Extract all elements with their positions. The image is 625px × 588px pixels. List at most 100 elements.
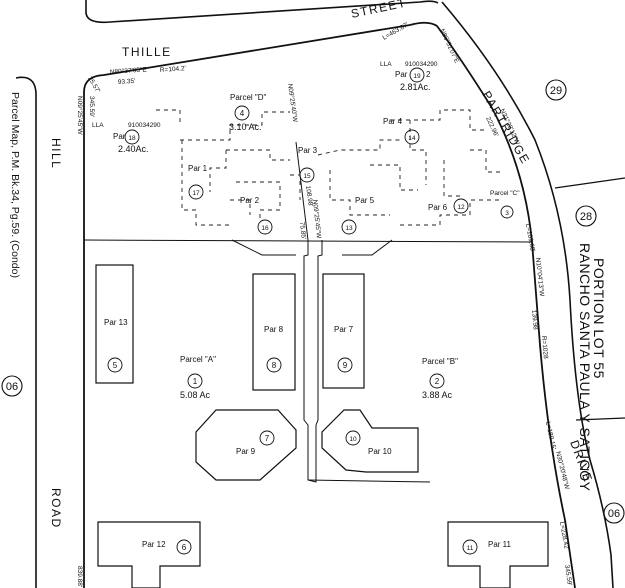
parcel-12-number: 6 [182, 543, 187, 552]
circle-06-right-text: 06 [608, 508, 620, 520]
parcel-10-label: Par 10 [368, 447, 392, 456]
center-easement-bottom [307, 479, 431, 483]
parcel-d-number: 4 [240, 109, 245, 118]
parcel-8-outline-highlighted[interactable] [252, 273, 296, 391]
dim-left-dist: 345.59' [88, 96, 95, 117]
par-2-number: 16 [261, 225, 269, 232]
dim-center-dist-1: 108.98' [304, 185, 314, 207]
parcel-b-number: 2 [435, 377, 440, 386]
parcel-b-area: 3.88 Ac [422, 390, 453, 400]
dim-bottom-left: 839.88' [76, 566, 83, 587]
parcel-7-outline[interactable] [322, 273, 365, 389]
parcel-19-number: 19 [413, 73, 421, 80]
partridge-drive-east-curb [441, 1, 614, 588]
portion-lot-55-label: PORTION LOT 55 [591, 258, 607, 379]
dim-left-bearing: N09°25'45"W [76, 96, 84, 136]
street-label-road: ROAD [49, 488, 63, 529]
dim-center-bearing-2: N09°25'45"W [311, 199, 323, 239]
easement-west-taper [231, 239, 296, 256]
parcel-9-outline[interactable] [195, 409, 297, 481]
par-5-number: 13 [345, 225, 353, 232]
parcel-13-outline[interactable] [95, 264, 134, 384]
condo-dashed-lines [156, 109, 500, 226]
parcel-18-number: 18 [128, 135, 136, 142]
dim-top-l: L=463.87' [382, 21, 410, 41]
circle-28-text: 28 [580, 211, 592, 223]
parcel-19-area: 2.81Ac. [400, 82, 431, 92]
parcel-12-label: Par 12 [142, 540, 166, 549]
parcel-7-number: 9 [343, 361, 348, 370]
parcel-18-lla-prefix: LLA [92, 122, 104, 129]
parcel-10-outline[interactable] [321, 409, 419, 473]
parcel-9-label: Par 9 [236, 447, 256, 456]
parcel-map-reference: Parcel Map, P.M. Bk.34, Pg.59. (Condo) [9, 92, 21, 278]
dim-thille-bearing: N80°37'05"E [110, 65, 148, 76]
parcel-11-number: 11 [467, 545, 474, 552]
parcel-a-label: Parcel "A" [180, 355, 216, 364]
dim-center-bearing-1: N09°25'40"W [286, 83, 299, 123]
parcel-19-suffix: 2 [426, 70, 431, 79]
dim-center-dist-2: 75.85' [298, 221, 307, 239]
parcel-13-label: Par 13 [104, 318, 128, 327]
hill-road-west-curb [15, 76, 37, 588]
dim-drive-l: L=180.15' [544, 421, 557, 450]
circle-28: 28 [575, 205, 597, 227]
dim-right-bearing: 345.59' [563, 564, 573, 586]
parcel-b-label: Parcel "B" [422, 357, 458, 366]
dim-thille-dist: 93.35' [118, 78, 136, 86]
par-3-label: Par 3 [298, 146, 318, 155]
parcel-11-outline[interactable] [447, 521, 549, 588]
street-label-hill: HILL [49, 138, 63, 169]
parcel-11-label: Par 11 [488, 540, 512, 549]
parcel-7-label: Par 7 [334, 325, 354, 334]
circle-29-text: 29 [550, 85, 562, 97]
dim-top-bearing: N86°51'07"E [438, 27, 461, 64]
dim-bottom-l: L=228.42' [558, 521, 570, 550]
par-6-number: 12 [457, 204, 465, 211]
dim-hill-deg: 25.57' [86, 76, 101, 95]
circle-06-right: 06 [603, 502, 625, 524]
parcel-19-label: Par [395, 70, 408, 79]
circle-06-left-text: 06 [6, 381, 18, 393]
par-4-label: Par 4 [383, 117, 403, 126]
parcel-c-number: 3 [505, 210, 509, 217]
dim-thille-r: R=104.2' [160, 65, 186, 74]
dim-lower-dist: 139.98 [530, 310, 539, 331]
thille-partridge-boundary [83, 21, 576, 588]
parcel-19-lla-prefix: LLA [380, 61, 392, 68]
parcel-8-number: 8 [272, 361, 277, 370]
parcel-c-label: Parcel "C" [490, 190, 520, 197]
parcel-18-lla: 910034290 [128, 122, 161, 129]
dim-drive-bearing: N30°20'48"W [554, 451, 571, 491]
par-6-label: Par 6 [428, 203, 448, 212]
lot-line-28-south [575, 417, 625, 421]
par-1-label: Par 1 [188, 164, 208, 173]
par-2-label: Par 2 [240, 196, 260, 205]
parcel-19-lla: 910034290 [405, 61, 438, 68]
parcel-12-outline[interactable] [97, 521, 201, 588]
parcel-18-label: Par [113, 132, 126, 141]
parcel-10-number: 10 [349, 436, 357, 443]
parcel-d-label: Parcel "D" [230, 93, 267, 102]
parcel-a-area: 5.08 Ac [180, 390, 211, 400]
par-1-number: 17 [192, 190, 200, 197]
rancho-santa-paula-label: RANCHO SANTA PAULA Y SATICOY [577, 243, 593, 492]
street-label-thille: THILLE [122, 45, 172, 59]
dim-lower-r: R=1028 [540, 336, 549, 360]
circle-06-left: 06 [1, 375, 23, 397]
parcel-8-label: Par 8 [264, 325, 284, 334]
par-4-number: 14 [408, 135, 416, 142]
par-3-number: 15 [303, 173, 311, 180]
lot-line-28-north [554, 177, 625, 189]
easement-east-taper [342, 239, 393, 256]
parcel-18-area: 2.40Ac. [118, 144, 149, 154]
dim-mid-l: L=109.68' [524, 223, 536, 252]
parcel-9-number: 7 [265, 434, 270, 443]
parcel-13-number: 5 [113, 361, 118, 370]
circle-29: 29 [545, 79, 567, 101]
par-5-label: Par 5 [355, 196, 375, 205]
thille-street-north-curb [85, 0, 439, 24]
street-label-street: STREET [350, 0, 408, 21]
parcel-d-area: 3.10 Ac. [229, 122, 262, 132]
